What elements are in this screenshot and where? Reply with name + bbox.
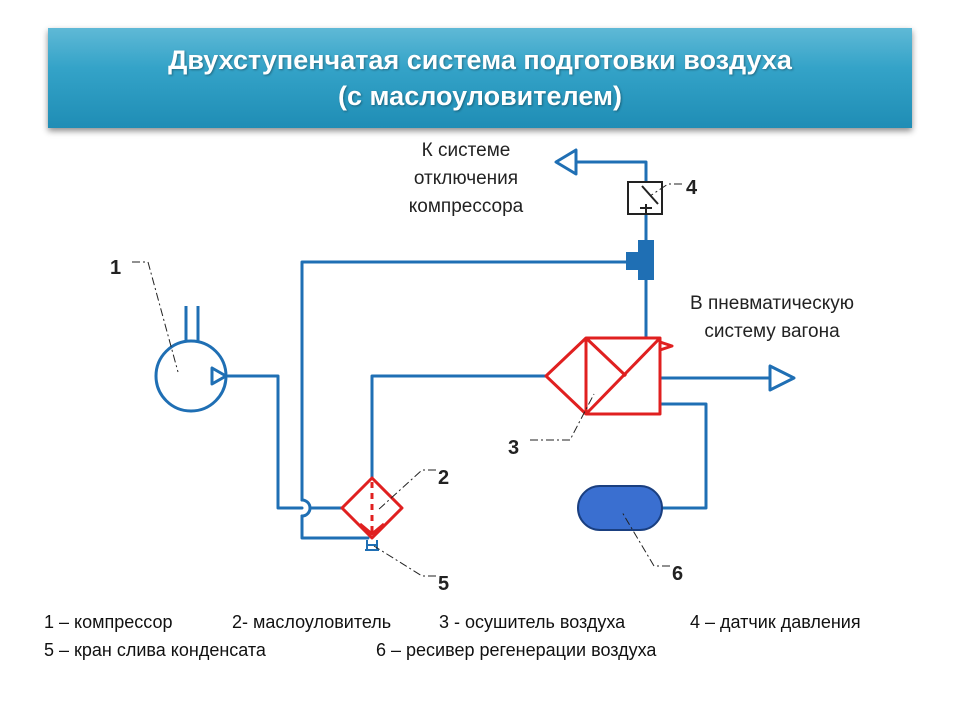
title-line-1: Двухступенчатая система подготовки возду… — [168, 45, 792, 75]
oil-separator-icon — [340, 476, 404, 540]
legend-item-air-dryer: 3 - осушитель воздуха — [439, 612, 626, 632]
legend: 1 – компрессор 2- маслоуловитель 3 - осу… — [44, 612, 924, 668]
drain-valve-icon — [365, 540, 379, 551]
note-shutdown-line-3: компрессора — [409, 196, 524, 217]
note-shutdown-line-1: К системе — [422, 140, 511, 161]
leader-5 — [373, 545, 436, 577]
legend-row-2: 5 – кран слива конденсата 6 – ресивер ре… — [44, 640, 924, 668]
air-dryer-icon — [544, 336, 674, 416]
note-shutdown: К системе отключения компрессора — [409, 140, 524, 217]
slide-title: Двухступенчатая система подготовки возду… — [48, 28, 912, 128]
tee-junction — [626, 240, 654, 280]
leader-6 — [621, 511, 670, 567]
pipe-sensor-to-shutdown — [574, 160, 648, 184]
pressure-sensor-icon — [627, 181, 663, 215]
arrow-to-pneumatic-icon — [768, 364, 796, 392]
pipe-dryer-to-receiver — [658, 402, 708, 510]
compressor-icon — [154, 306, 228, 413]
legend-row-1: 1 – компрессор 2- маслоуловитель 3 - осу… — [44, 612, 924, 640]
note-pneumatic-line-1: В пневматическую — [690, 293, 854, 314]
pipe-compressor-outlet — [226, 374, 304, 510]
leader-4 — [649, 183, 682, 197]
leader-1 — [132, 261, 179, 373]
label-number-2: 2 — [438, 467, 449, 489]
receiver-icon — [577, 485, 663, 531]
note-pneumatic: В пневматическую систему вагона — [690, 293, 854, 342]
label-number-4: 4 — [686, 177, 698, 199]
arrow-to-shutdown-icon — [554, 148, 578, 176]
legend-item-drain-valve: 5 – кран слива конденсата — [44, 640, 266, 660]
pipe-bypass-up — [300, 260, 630, 502]
label-number-1: 1 — [110, 257, 121, 279]
leader-2 — [377, 469, 436, 511]
note-pneumatic-line-2: систему вагона — [704, 321, 840, 342]
label-number-6: 6 — [672, 563, 683, 585]
legend-item-compressor: 1 – компрессор — [44, 612, 173, 632]
label-number-5: 5 — [438, 573, 449, 595]
legend-item-oil-separator: 2- маслоуловитель — [232, 612, 392, 632]
pipe-bypass-line — [300, 514, 370, 540]
legend-item-receiver: 6 – ресивер регенерации воздуха — [376, 640, 657, 660]
leader-3 — [530, 393, 595, 441]
pipe-separator-to-dryer — [370, 374, 548, 480]
label-number-3: 3 — [508, 437, 519, 459]
note-shutdown-line-2: отключения — [414, 168, 518, 189]
legend-item-pressure-sensor: 4 – датчик давления — [690, 612, 861, 632]
title-line-2: (с маслоуловителем) — [338, 81, 622, 111]
